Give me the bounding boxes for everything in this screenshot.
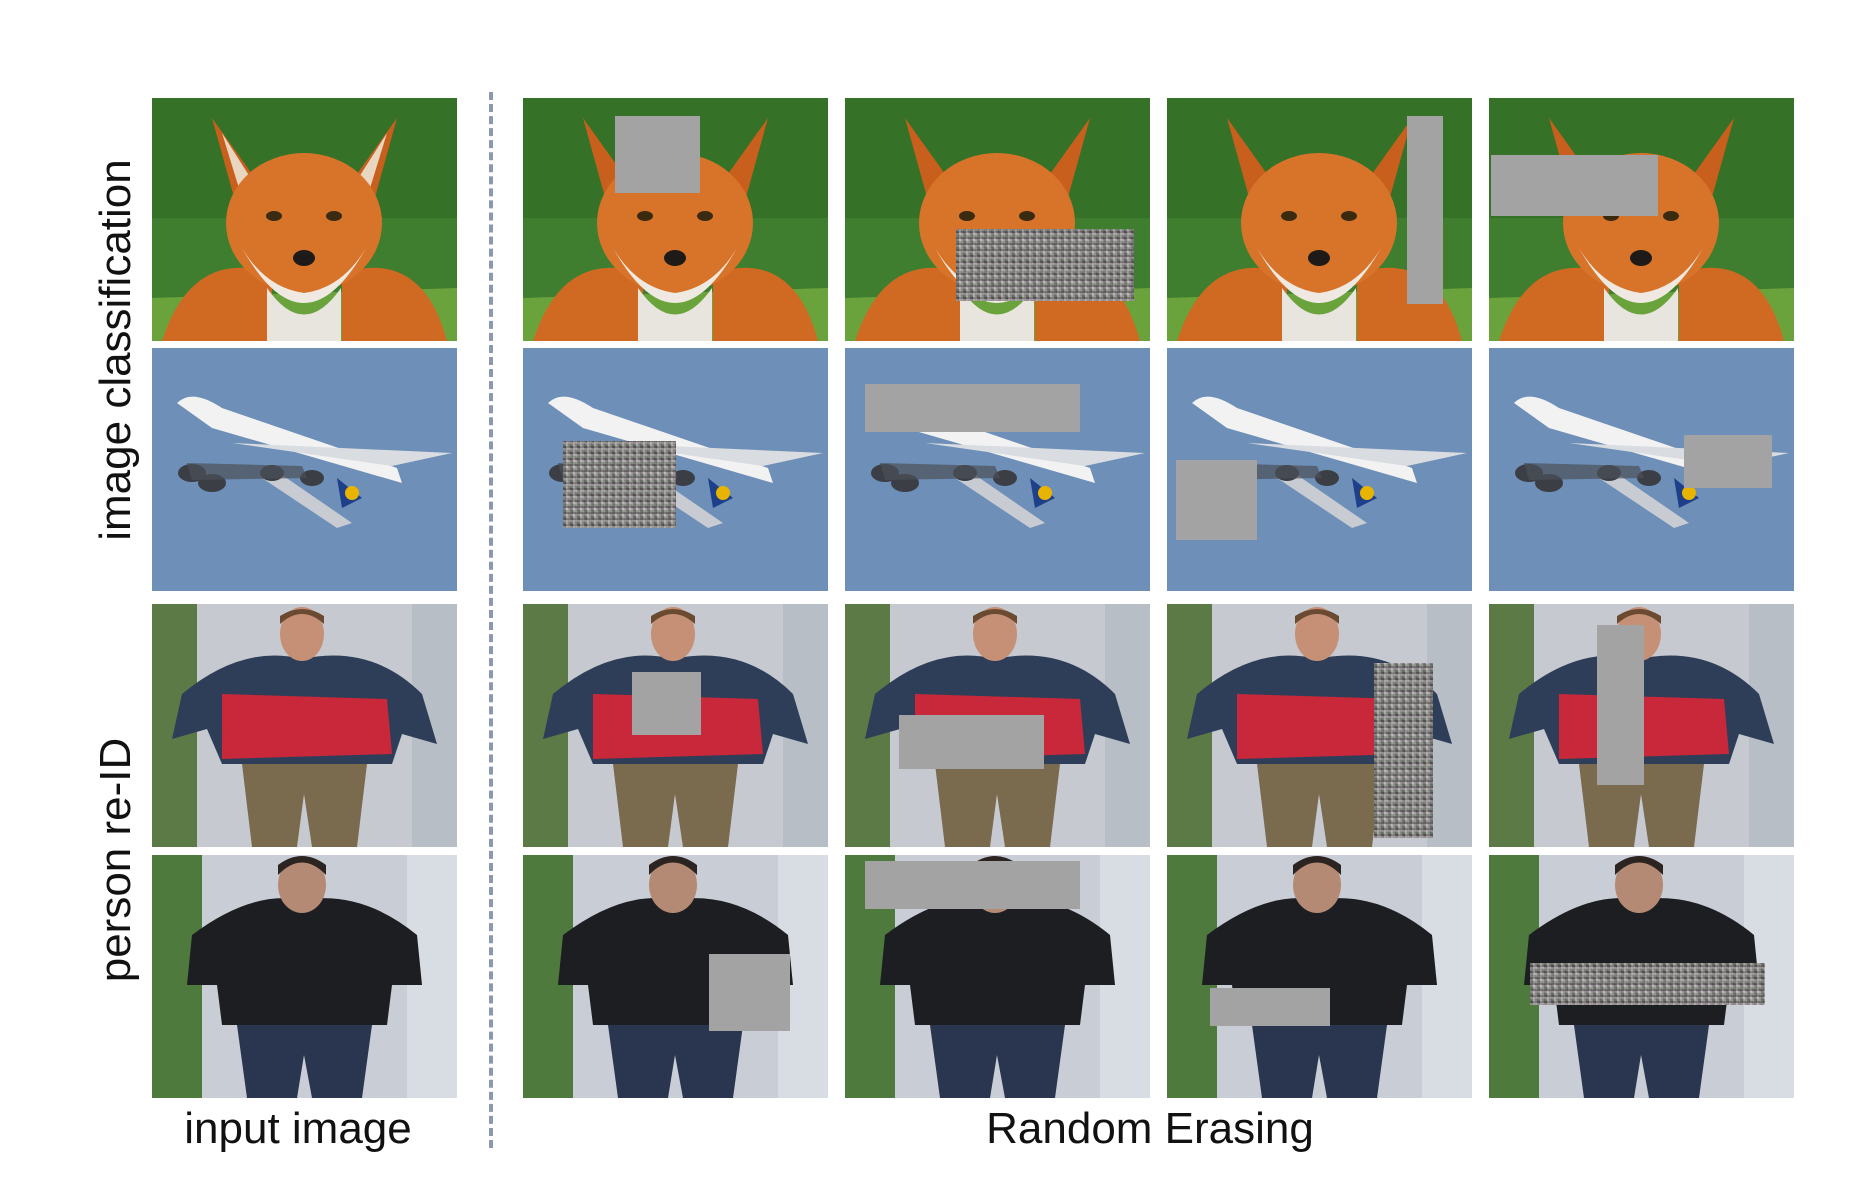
row-label-image-classification: image classification	[91, 159, 140, 541]
erase-region	[1210, 988, 1330, 1026]
erase-region	[632, 672, 701, 735]
airplane-erasing-2	[845, 348, 1150, 591]
fox-erasing-4	[1489, 98, 1794, 341]
erase-region	[865, 384, 1080, 432]
erase-region	[899, 715, 1044, 769]
erase-region	[1176, 460, 1257, 540]
person-red-jacket-erasing-4	[1489, 604, 1794, 847]
dashed-divider	[489, 92, 493, 1148]
erase-region	[865, 861, 1080, 909]
person-dark-jacket-input-image	[152, 855, 457, 1098]
person-dark-jacket-erasing-1	[523, 855, 828, 1098]
erase-region-noise	[1374, 663, 1433, 838]
person-dark-jacket-erasing-4	[1489, 855, 1794, 1098]
fox-erasing-3	[1167, 98, 1472, 341]
fox-input-image	[152, 98, 457, 341]
erase-region	[1597, 625, 1644, 785]
fox-erasing-2	[845, 98, 1150, 341]
erase-region	[1407, 116, 1443, 304]
airplane-erasing-1	[523, 348, 828, 591]
erase-region	[615, 116, 700, 193]
erase-region-noise	[956, 229, 1134, 301]
erase-region-noise	[1530, 963, 1765, 1005]
person-red-jacket-input-image	[152, 604, 457, 847]
erase-region	[1491, 155, 1658, 216]
erase-region-noise	[563, 441, 676, 528]
erase-region	[1684, 435, 1772, 488]
column-label-input-image: input image	[184, 1104, 412, 1153]
erase-region	[709, 954, 790, 1031]
column-label-random-erasing: Random Erasing	[986, 1104, 1314, 1153]
person-red-jacket-erasing-1	[523, 604, 828, 847]
person-dark-jacket-erasing-2	[845, 855, 1150, 1098]
airplane-erasing-3	[1167, 348, 1472, 591]
person-dark-jacket-erasing-3	[1167, 855, 1472, 1098]
person-red-jacket-erasing-3	[1167, 604, 1472, 847]
fox-erasing-1	[523, 98, 828, 341]
person-red-jacket-erasing-2	[845, 604, 1150, 847]
airplane-input-image	[152, 348, 457, 591]
airplane-erasing-4	[1489, 348, 1794, 591]
row-label-person-reid: person re-ID	[91, 737, 140, 983]
